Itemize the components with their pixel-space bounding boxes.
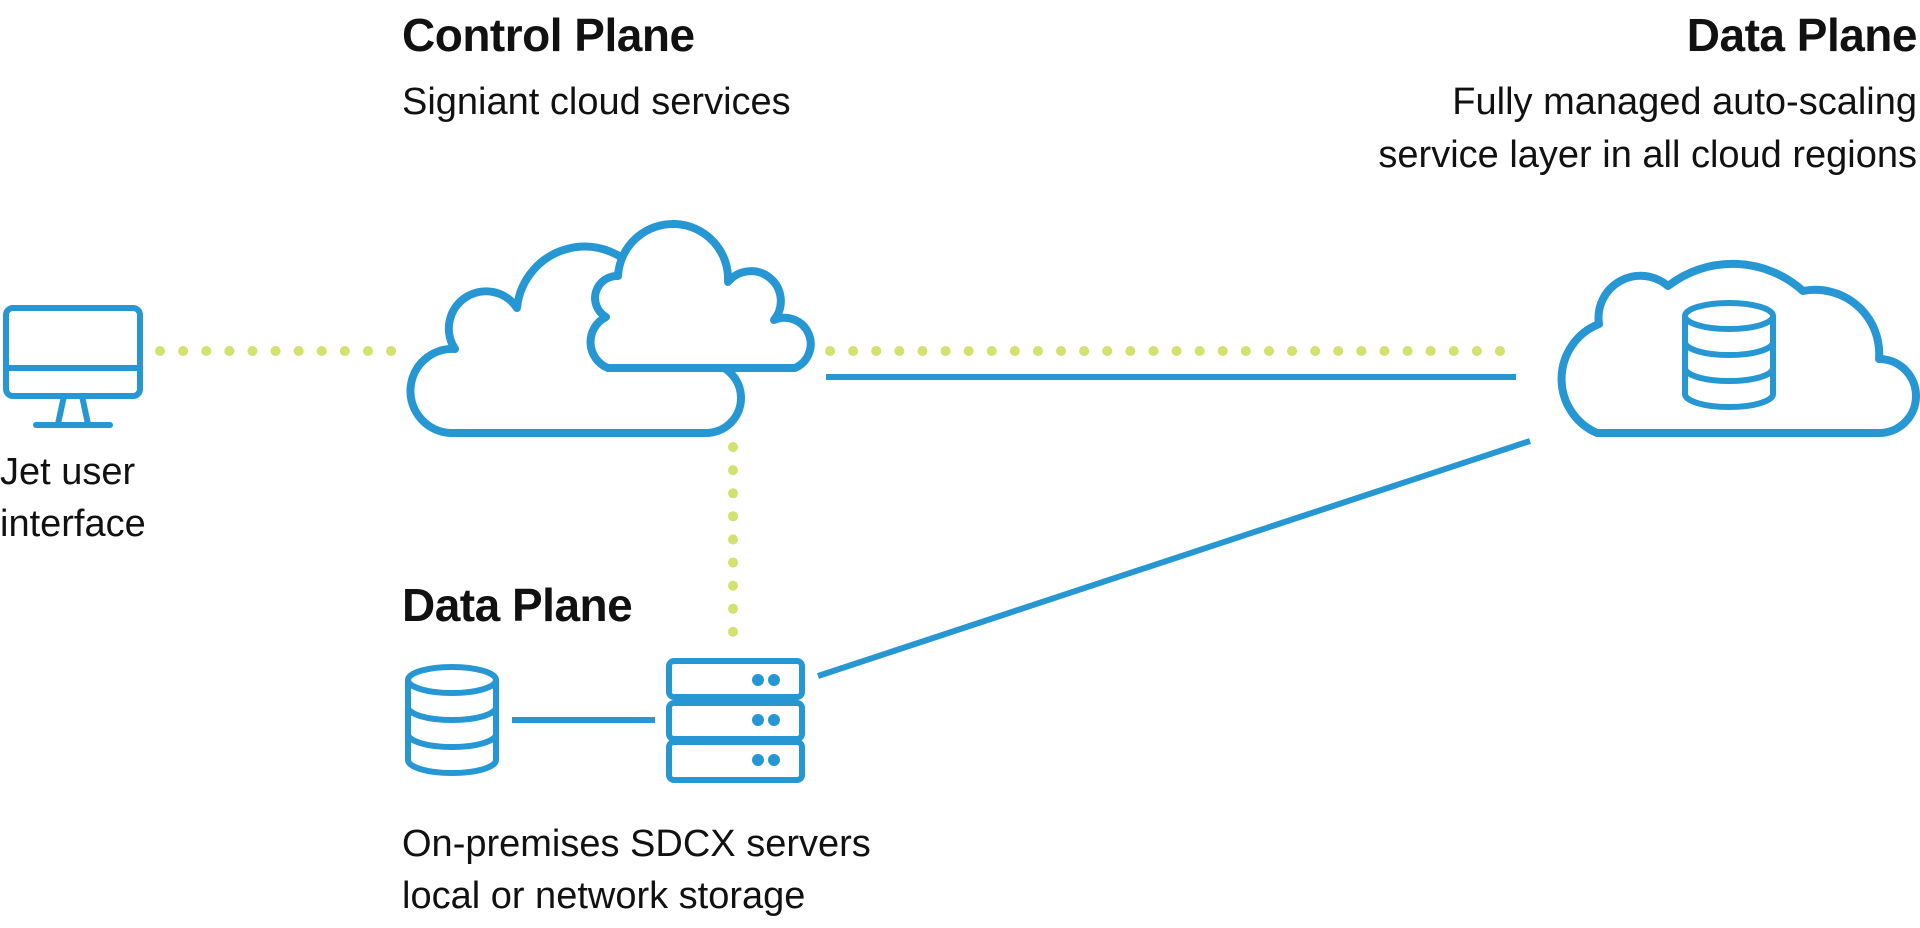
monitor-icon <box>3 305 143 428</box>
cloud-data-plane-subtitle-line-1: Fully managed auto-scaling <box>1452 81 1917 123</box>
control-connectors <box>155 346 1517 645</box>
connector-servers-to-cloud-dataplane <box>817 438 1531 679</box>
local-data-plane-caption-line-2: local or network storage <box>402 875 806 917</box>
client-label-line-2: interface <box>0 503 146 545</box>
local-data-plane-caption-line-1: On-premises SDCX servers <box>402 823 871 865</box>
server-stack-icon <box>666 658 805 783</box>
database-icon <box>405 664 499 776</box>
cloud-icon <box>406 220 815 437</box>
control-plane-subtitle: Signiant cloud services <box>402 81 791 123</box>
control-plane-title: Control Plane <box>402 9 695 61</box>
data-connectors <box>512 374 1531 723</box>
local-data-plane-title: Data Plane <box>402 579 633 631</box>
cloud-data-plane-subtitle-line-2: service layer in all cloud regions <box>1378 134 1917 176</box>
cloud-database-icon <box>1557 259 1920 437</box>
client-label-line-1: Jet user <box>0 451 136 493</box>
cloud-data-plane-title: Data Plane <box>1686 9 1918 61</box>
